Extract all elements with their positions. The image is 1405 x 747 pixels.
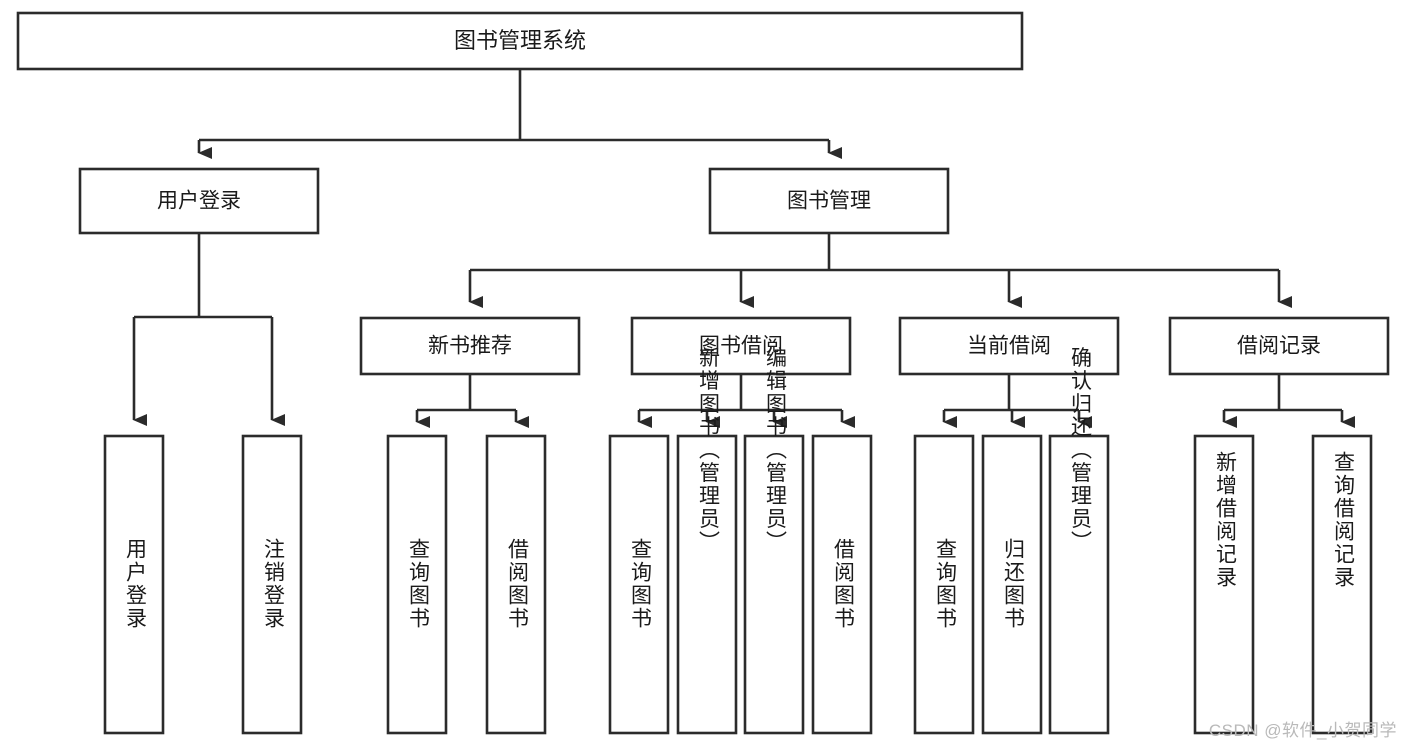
- node-leaf-query-book-3-label: 查询图书: [933, 538, 957, 630]
- node-leaf-add-book-admin-label: 新增图书（管理员）: [696, 347, 720, 554]
- node-leaf-borrow-book-2[interactable]: 借阅图书: [811, 434, 873, 735]
- node-leaf-query-book-1[interactable]: 查询图书: [386, 434, 448, 735]
- connector-layer: [132, 69, 1355, 428]
- node-book-management[interactable]: 图书管理: [708, 167, 950, 235]
- node-user-login[interactable]: 用户登录: [78, 167, 320, 235]
- node-book-borrow-label: 图书借阅: [699, 335, 783, 358]
- node-current-borrow-label: 当前借阅: [967, 335, 1051, 358]
- node-leaf-query-book-3[interactable]: 查询图书: [913, 434, 975, 735]
- node-leaf-return-book-label: 归还图书: [1001, 538, 1025, 630]
- node-leaf-add-book-admin[interactable]: 新增图书（管理员）: [676, 347, 738, 735]
- node-leaf-confirm-return-admin-label: 确认归还（管理员）: [1068, 347, 1092, 554]
- node-leaf-query-borrow-record[interactable]: 查询借阅记录: [1311, 434, 1373, 735]
- node-leaf-query-book-2[interactable]: 查询图书: [608, 434, 670, 735]
- node-leaf-user-logout[interactable]: 注销登录: [241, 434, 303, 735]
- node-book-management-label: 图书管理: [787, 190, 871, 213]
- node-new-book-recommend[interactable]: 新书推荐: [359, 316, 581, 376]
- node-leaf-borrow-book-1-label: 借阅图书: [505, 538, 529, 630]
- node-root-system-label: 图书管理系统: [454, 28, 586, 53]
- node-leaf-query-book-1-label: 查询图书: [406, 538, 430, 630]
- node-leaf-edit-book-admin-label: 编辑图书（管理员）: [763, 347, 787, 554]
- node-leaf-return-book[interactable]: 归还图书: [981, 434, 1043, 735]
- node-leaf-edit-book-admin[interactable]: 编辑图书（管理员）: [743, 347, 805, 735]
- node-leaf-add-borrow-record-label: 新增借阅记录: [1213, 451, 1237, 589]
- node-book-borrow[interactable]: 图书借阅: [630, 316, 852, 376]
- node-leaf-borrow-book-1[interactable]: 借阅图书: [485, 434, 547, 735]
- node-leaf-query-borrow-record-label: 查询借阅记录: [1331, 451, 1355, 589]
- node-leaf-borrow-book-2-label: 借阅图书: [831, 538, 855, 630]
- node-root-system[interactable]: 图书管理系统: [16, 11, 1024, 71]
- node-borrow-record[interactable]: 借阅记录: [1168, 316, 1390, 376]
- node-leaf-add-borrow-record[interactable]: 新增借阅记录: [1193, 434, 1255, 735]
- node-leaf-user-logout-label: 注销登录: [261, 538, 285, 630]
- node-leaf-user-login-label: 用户登录: [123, 538, 147, 630]
- node-leaf-user-login[interactable]: 用户登录: [103, 434, 165, 735]
- node-leaf-query-book-2-label: 查询图书: [628, 538, 652, 630]
- node-new-book-recommend-label: 新书推荐: [428, 335, 512, 358]
- node-current-borrow[interactable]: 当前借阅: [898, 316, 1120, 376]
- node-user-login-label: 用户登录: [157, 190, 241, 213]
- node-leaf-confirm-return-admin[interactable]: 确认归还（管理员）: [1048, 347, 1110, 735]
- node-borrow-record-label: 借阅记录: [1237, 335, 1321, 358]
